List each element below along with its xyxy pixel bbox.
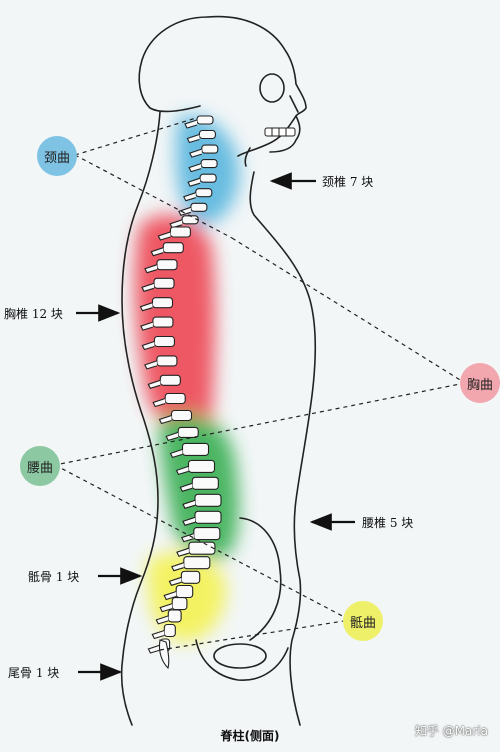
- vertebra: [177, 426, 199, 438]
- spinous-process: [184, 119, 198, 129]
- coccyx-label: 尾骨 1 块: [8, 666, 60, 680]
- spinous-process: [158, 414, 172, 425]
- spinous-process: [152, 397, 166, 408]
- vertebra: [199, 173, 217, 183]
- spinous-process: [175, 465, 189, 476]
- spinous-process: [157, 231, 171, 241]
- vertebra: [200, 159, 218, 169]
- spinous-process: [141, 282, 155, 292]
- sacral-curve-label: 骶曲: [349, 615, 376, 631]
- spinous-process: [179, 482, 193, 492]
- vertebral-column: [139, 115, 222, 670]
- sacral-line-lower: [159, 619, 351, 651]
- vertebra: [153, 335, 175, 348]
- label-arrows: [76, 172, 355, 681]
- vertebra: [198, 129, 216, 140]
- spinous-process: [151, 629, 165, 640]
- spinous-process: [188, 163, 202, 173]
- sacrum-label: 骶骨 1 块: [28, 570, 80, 584]
- spinous-process: [141, 340, 155, 351]
- thoracic-line-upper: [231, 237, 466, 384]
- cervical-curve-label: 颈曲: [43, 150, 70, 166]
- spinous-process: [159, 603, 173, 613]
- spinous-process: [176, 547, 190, 557]
- vertebra: [180, 570, 201, 584]
- spinous-process: [181, 533, 194, 543]
- lumbar-curve-label: 腰曲: [26, 460, 53, 476]
- sacral-curve-bubble: 骶曲: [343, 601, 383, 641]
- spinous-process: [139, 302, 153, 312]
- vertebra: [171, 597, 188, 611]
- watermark: 知乎 @Maria: [414, 724, 488, 738]
- vertebra: [175, 584, 194, 599]
- vertebra: [153, 277, 175, 289]
- vertebra: [194, 493, 222, 507]
- vertebra: [170, 409, 193, 422]
- vertebra: [183, 556, 211, 570]
- vertebra: [159, 374, 181, 386]
- spinous-process: [171, 562, 184, 572]
- spinous-process: [165, 431, 179, 442]
- vertebra: [191, 476, 219, 490]
- figure-caption: 脊柱(侧面): [220, 729, 280, 743]
- teeth: [264, 127, 296, 137]
- vertebra: [156, 259, 178, 271]
- spinous-process: [147, 379, 161, 389]
- vertebra: [169, 226, 191, 238]
- vertebra: [190, 202, 208, 212]
- cervical-line-upper: [74, 117, 197, 156]
- vertebra: [162, 242, 184, 254]
- spinous-process: [182, 499, 196, 509]
- cervical-vertebrae-label: 颈椎 7 块: [322, 175, 374, 189]
- vertebra: [181, 442, 210, 456]
- vertebra: [195, 188, 213, 198]
- vertebra: [196, 115, 214, 125]
- thoracic-curve-bubble: 胸曲: [460, 363, 500, 403]
- vertebra: [163, 623, 176, 638]
- vertebra: [167, 609, 182, 623]
- spinous-process: [144, 360, 158, 370]
- cervical-curve-bubble: 颈曲: [37, 136, 77, 176]
- spinous-process: [169, 448, 183, 459]
- lumbar-curve-bubble: 腰曲: [20, 446, 60, 486]
- vertebra: [151, 297, 174, 309]
- spinous-process: [186, 133, 200, 144]
- thoracic-line-lower: [54, 382, 466, 466]
- vertebra: [201, 144, 219, 154]
- vertebra: [187, 459, 216, 473]
- spinous-process: [187, 177, 201, 187]
- cervical-line-lower: [74, 154, 233, 239]
- coccyx-bone: [158, 639, 170, 670]
- spinous-process: [150, 247, 164, 257]
- spinous-process: [183, 192, 196, 202]
- curve-connector-lines: [54, 117, 466, 651]
- spinous-process: [189, 148, 202, 158]
- thoracic-curve-label: 胸曲: [466, 377, 493, 393]
- vertebra: [181, 215, 199, 225]
- body-outline: [120, 15, 317, 726]
- vertebra: [164, 392, 186, 405]
- spinous-process: [169, 219, 183, 229]
- vertebra: [152, 316, 174, 328]
- spinous-process: [168, 576, 182, 586]
- vertebra: [194, 510, 222, 524]
- vertebra: [188, 541, 216, 555]
- vertebra: [156, 355, 178, 367]
- spinous-process: [182, 516, 196, 526]
- spinous-process: [155, 615, 169, 625]
- lumbar-vertebrae-label: 腰椎 5 块: [362, 516, 414, 530]
- thoracic-vertebrae-label: 胸椎 12 块: [4, 307, 63, 321]
- spinous-process: [178, 206, 192, 216]
- spinous-process: [163, 590, 177, 601]
- spinous-process: [140, 321, 154, 331]
- vertebra: [193, 527, 221, 541]
- spinous-process: [147, 644, 161, 654]
- spinous-process: [144, 264, 158, 274]
